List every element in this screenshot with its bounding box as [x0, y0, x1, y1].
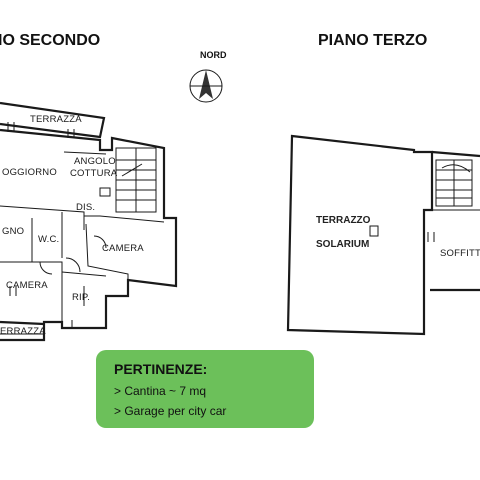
- label-living-room: OGGIORNO: [2, 167, 57, 178]
- staircase-third-floor: [435, 159, 473, 207]
- appurtenance-garage: > Garage per city car: [114, 404, 227, 418]
- second-floor-title: IO SECONDO: [0, 32, 100, 49]
- label-storage: RIP.: [72, 292, 90, 303]
- svg-text:NORD: NORD: [200, 50, 227, 60]
- appurtenances-title: PERTINENZE:: [114, 361, 208, 377]
- appurtenance-cellar: > Cantina ~ 7 mq: [114, 384, 207, 398]
- label-terrace-bottom: ERRAZZA: [0, 326, 46, 337]
- second-floor-plan: TERRAZZA OGGIORNO ANGOLO COTTURA DIS. GN…: [0, 101, 178, 342]
- label-hallway: DIS.: [76, 202, 95, 213]
- label-bedroom-left: CAMERA: [6, 280, 48, 291]
- label-terrace-third: TERRAZZO: [316, 215, 371, 226]
- appurtenances-box: PERTINENZE: > Cantina ~ 7 mq > Garage pe…: [96, 350, 314, 428]
- north-compass-icon: NORD: [189, 50, 227, 103]
- label-kitchen-line1: ANGOLO: [74, 156, 116, 167]
- label-attic: SOFFITT: [440, 248, 480, 259]
- label-terrace-top: TERRAZZA: [30, 114, 82, 125]
- label-bathroom: GNO: [2, 226, 24, 237]
- label-bedroom-right: CAMERA: [102, 243, 144, 254]
- third-floor-plan: TERRAZZO SOLARIUM SOFFITT: [286, 134, 480, 336]
- staircase-second-floor: [115, 147, 157, 213]
- third-floor-title: PIANO TERZO: [318, 32, 427, 49]
- label-solarium: SOLARIUM: [316, 239, 369, 250]
- label-kitchen-line2: COTTURA: [70, 168, 118, 179]
- label-wc: W.C.: [38, 234, 59, 245]
